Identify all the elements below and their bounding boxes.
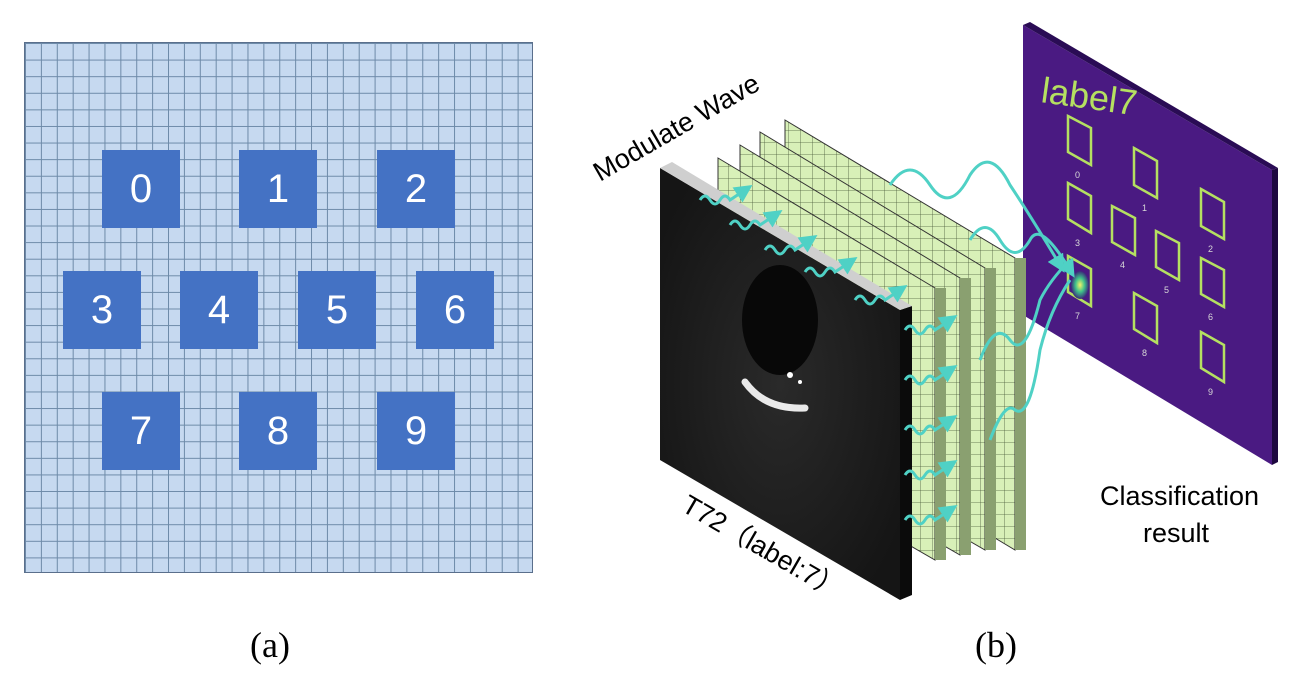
detector-label-6: 6	[1208, 312, 1213, 322]
detector-region-9: 9	[377, 392, 455, 470]
diffractive-network-diagram: label7 0 1 2 3 4 5 6 7 8 9	[588, 22, 1278, 605]
caption-a: (a)	[250, 625, 290, 665]
detector-label-0: 0	[1075, 170, 1080, 180]
detector-region-2: 2	[377, 150, 455, 228]
detector-label-4: 4	[1120, 260, 1125, 270]
target-shadow	[742, 265, 818, 375]
caption-b: (b)	[975, 625, 1017, 665]
detector-region-5: 5	[298, 271, 376, 349]
detector-region-4: 4	[180, 271, 258, 349]
classification-result-line2: result	[1143, 518, 1210, 548]
detector-label-9: 9	[1208, 387, 1213, 397]
modulated-waves	[698, 160, 1075, 526]
detector-region-8: 8	[239, 392, 317, 470]
detector-region-6: 6	[416, 271, 494, 349]
detector-region-1: 1	[239, 150, 317, 228]
classification-result-line1: Classification	[1100, 481, 1259, 511]
detector-layout-grid: 0 1 2 3 4 5 6 7 8 9	[24, 42, 533, 573]
detector-label-1: 1	[1142, 203, 1147, 213]
detector-region-7: 7	[102, 392, 180, 470]
detector-label-3: 3	[1075, 238, 1080, 248]
output-detectors	[1066, 113, 1226, 385]
output-plane: label7 0 1 2 3 4 5 6 7 8 9	[1023, 22, 1278, 465]
detector-label-5: 5	[1164, 285, 1169, 295]
activated-detector-hotspot	[1071, 271, 1089, 299]
detector-region-3: 3	[63, 271, 141, 349]
detector-label-8: 8	[1142, 348, 1147, 358]
detector-label-2: 2	[1208, 244, 1213, 254]
target-scatter	[741, 378, 809, 412]
detector-region-0: 0	[102, 150, 180, 228]
detector-label-7: 7	[1075, 311, 1080, 321]
